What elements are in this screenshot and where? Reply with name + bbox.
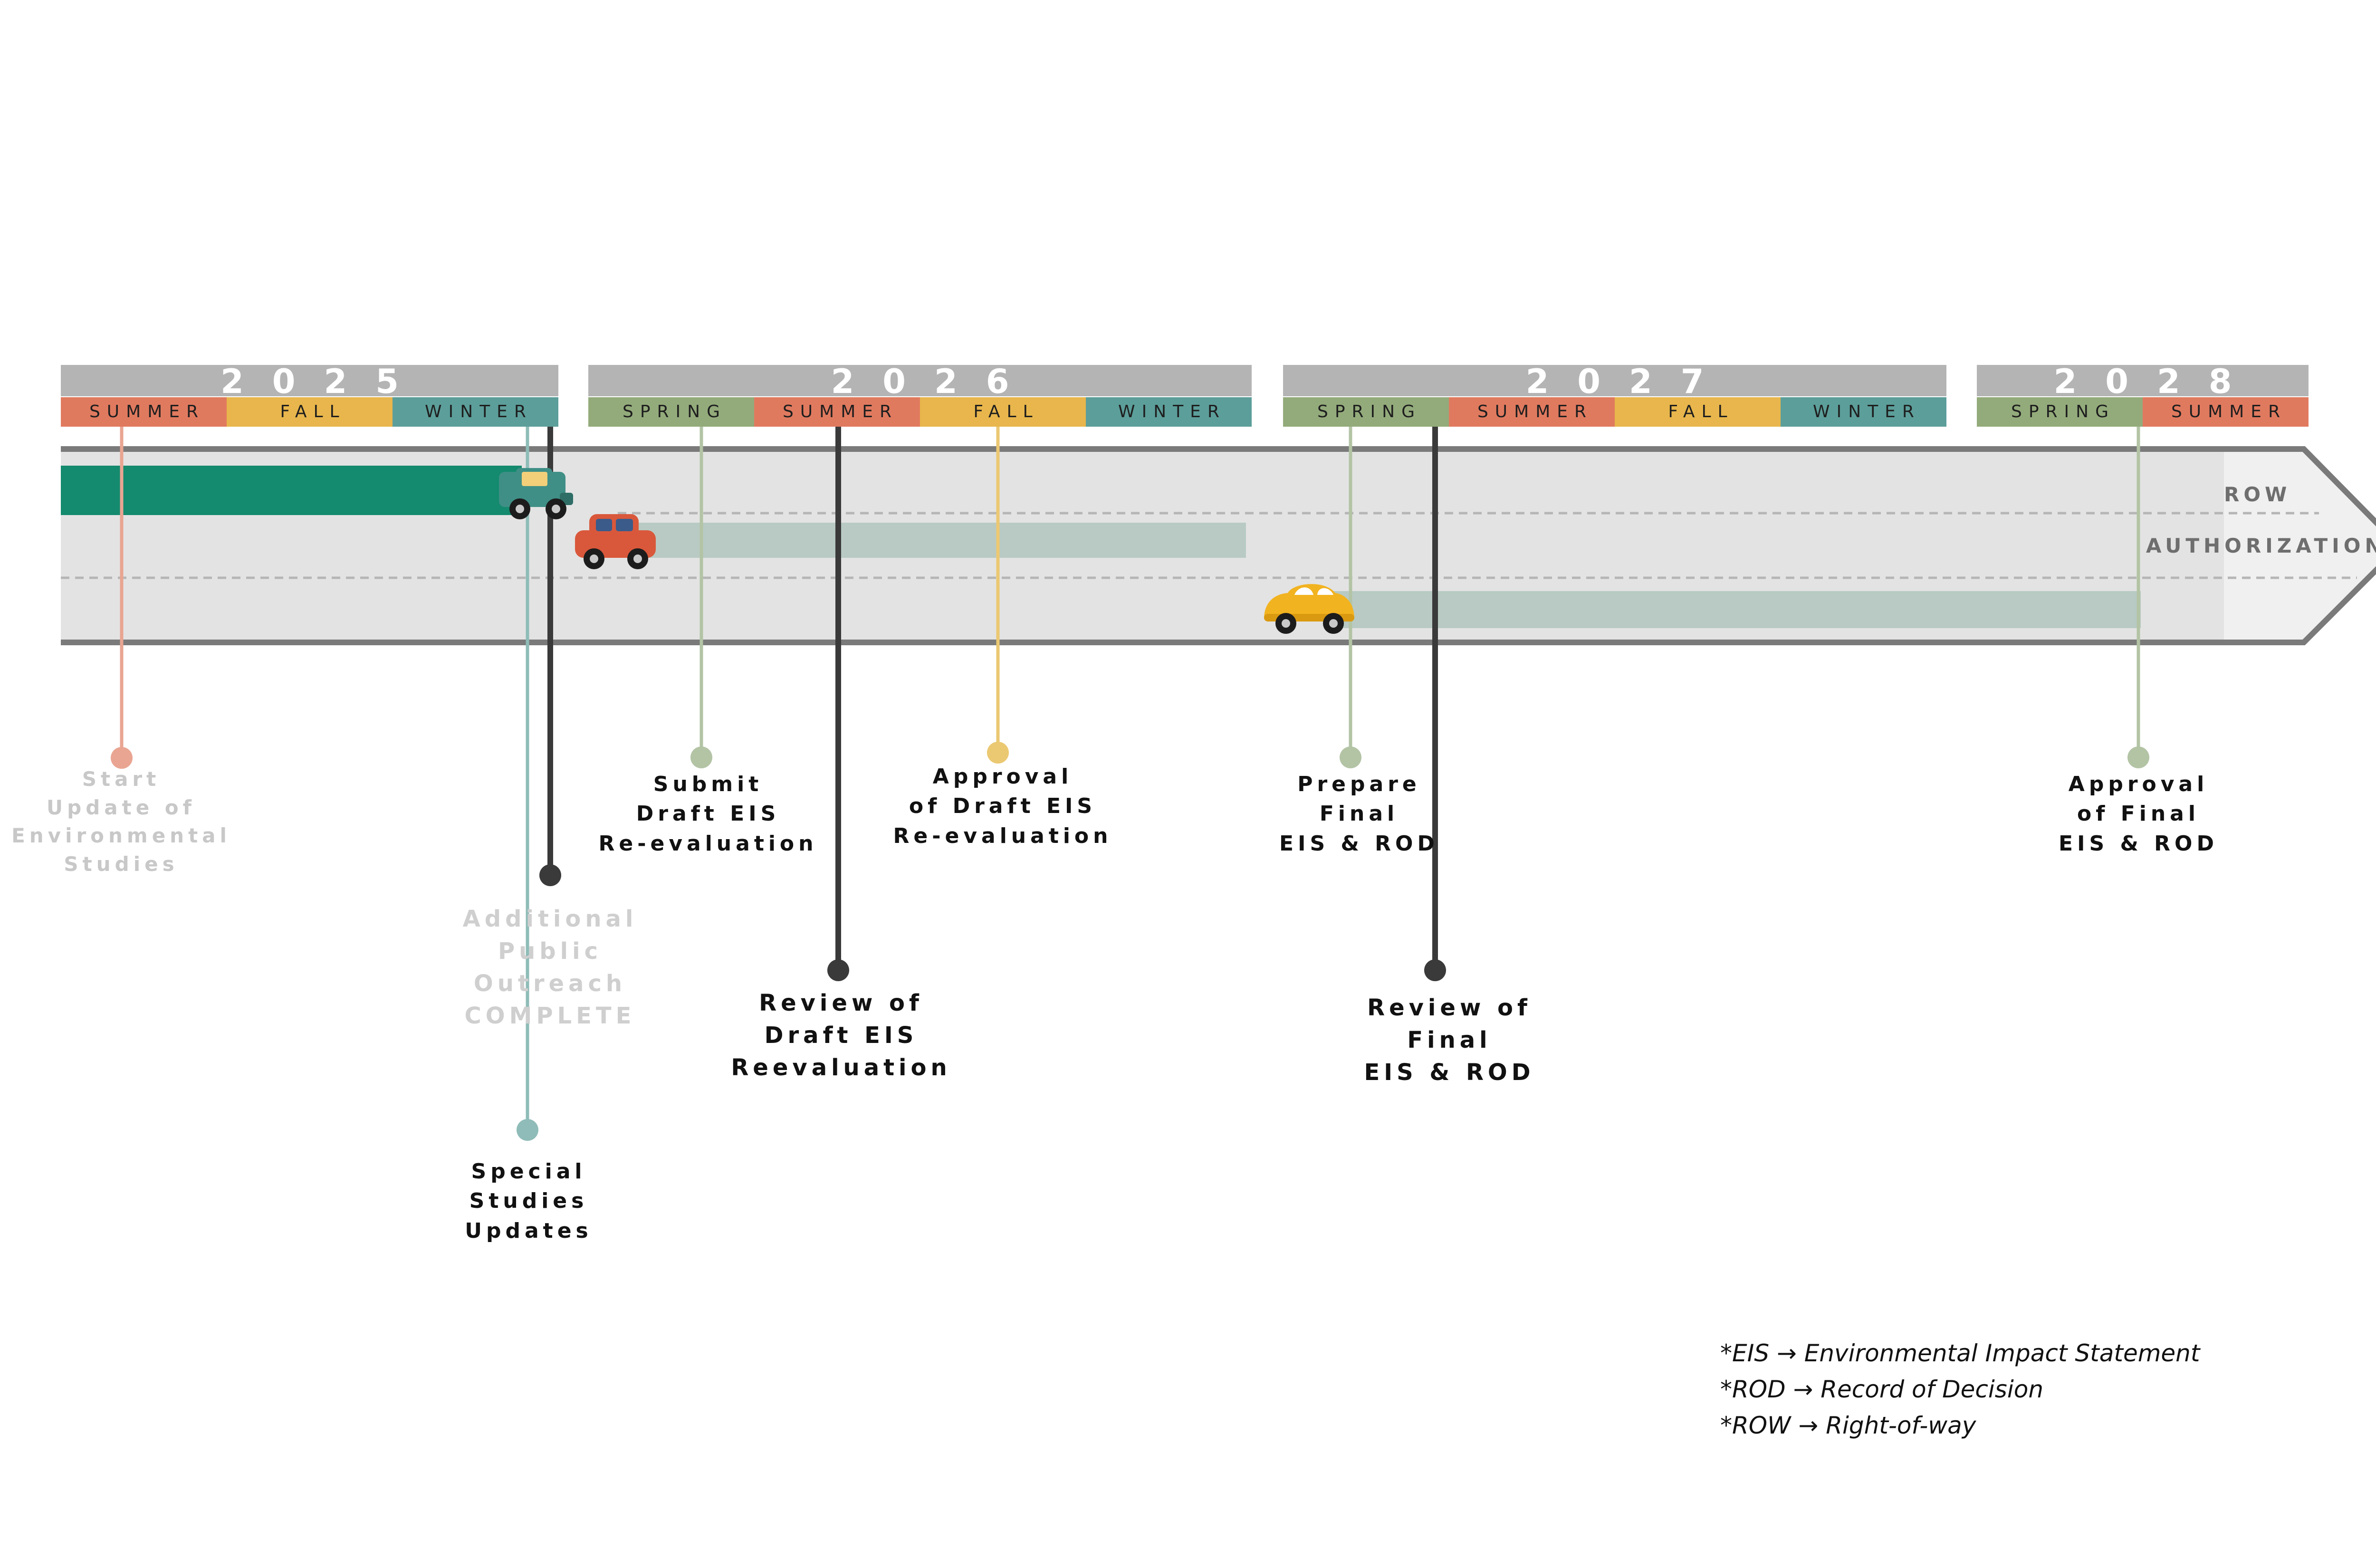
milestone-dot-submit-draft-eis (690, 746, 712, 768)
milestone-dot-start-update-environmental-studies (111, 747, 133, 769)
milestone-label-submit-draft-eis: Submit Draft EIS Re-evaluation (598, 772, 818, 856)
milestone-dot-additional-public-outreach (539, 864, 561, 886)
milestone-dot-prepare-final-eis-rod (1340, 746, 1361, 768)
season-fall-2027: FALL (1615, 397, 1781, 427)
truck-window (522, 472, 547, 486)
season-spring-2026: SPRING (588, 397, 754, 427)
green-truck-icon (499, 468, 573, 519)
year-2028: 2028 (1977, 365, 2309, 396)
year-2025: 2025 (61, 365, 558, 396)
season-fall-2025: FALL (227, 397, 393, 427)
season-summer-2026: SUMMER (754, 397, 920, 427)
season-winter-2027: WINTER (1781, 397, 1946, 427)
road-arrow-tip (2224, 447, 2376, 644)
truck-wheel-front-hub (552, 505, 560, 513)
season-summer-2025: SUMMER (61, 397, 227, 427)
milestone-label-review-final-eis-rod: Review of Final EIS & ROD (1364, 994, 1535, 1086)
milestone-dot-approval-final-eis-rod (2127, 746, 2149, 768)
legend-item: *EIS → Environmental Impact Statement (1720, 1339, 2200, 1367)
season-winter-2026: WINTER (1086, 397, 1252, 427)
season-summer-2028: SUMMER (2143, 397, 2309, 427)
progress-bar-environmental-studies (61, 466, 522, 515)
beetle-wheel-rear-hub (1282, 619, 1290, 628)
red-car-icon (575, 514, 656, 569)
season-spring-2028: SPRING (1977, 397, 2143, 427)
season-fall-2026: FALL (920, 397, 1086, 427)
milestone-label-start-update-environmental-studies: Start Update of Environmental Studies (11, 767, 231, 876)
milestone-label-additional-public-outreach: Additional Public Outreach COMPLETE (462, 906, 638, 1030)
milestone-dot-review-draft-eis (827, 959, 849, 981)
red-car-wheel-front-hub (633, 555, 642, 563)
milestone-label-review-draft-eis: Review of Draft EIS Reevaluation (731, 990, 951, 1081)
legend-item: *ROD → Record of Decision (1720, 1376, 2044, 1403)
legend: *EIS → Environmental Impact Statement *R… (1720, 1335, 2200, 1444)
year-2026: 2026 (588, 365, 1252, 396)
destination-line-2: AUTHORIZATION (2146, 534, 2376, 557)
road-outline (61, 446, 2376, 645)
beetle-window-front (1317, 588, 1333, 595)
milestone-dot-review-final-eis-rod (1424, 959, 1446, 981)
red-car-window-rear (596, 519, 612, 531)
season-spring-2027: SPRING (1283, 397, 1449, 427)
beetle-wheel-front-hub (1329, 619, 1338, 628)
truck-wheel-rear-hub (516, 505, 524, 513)
season-summer-2027: SUMMER (1449, 397, 1615, 427)
yellow-beetle-icon (1264, 584, 1354, 634)
season-winter-2025: WINTER (393, 397, 558, 427)
red-car-wheel-rear-hub (590, 555, 598, 563)
milestone-label-prepare-final-eis-rod: Prepare Final EIS & ROD (1279, 772, 1439, 856)
red-car-window-front (616, 519, 633, 531)
progress-bar-draft-eis (637, 523, 1246, 558)
milestone-label-approval-final-eis-rod: Approval of Final EIS & ROD (2059, 772, 2218, 856)
beetle-window-rear (1294, 587, 1313, 595)
milestone-dot-special-studies-updates (517, 1119, 538, 1141)
destination-line-1: ROW (2224, 483, 2291, 506)
milestone-label-special-studies-updates: Special Studies Updates (465, 1159, 593, 1243)
legend-item: *ROW → Right-of-way (1720, 1412, 1976, 1439)
progress-bar-final-eis-rod (1331, 591, 2141, 628)
year-2027: 2027 (1283, 365, 1946, 396)
milestone-dot-approval-draft-eis (987, 742, 1009, 764)
milestone-label-approval-draft-eis: Approval of Draft EIS Re-evaluation (893, 765, 1112, 848)
